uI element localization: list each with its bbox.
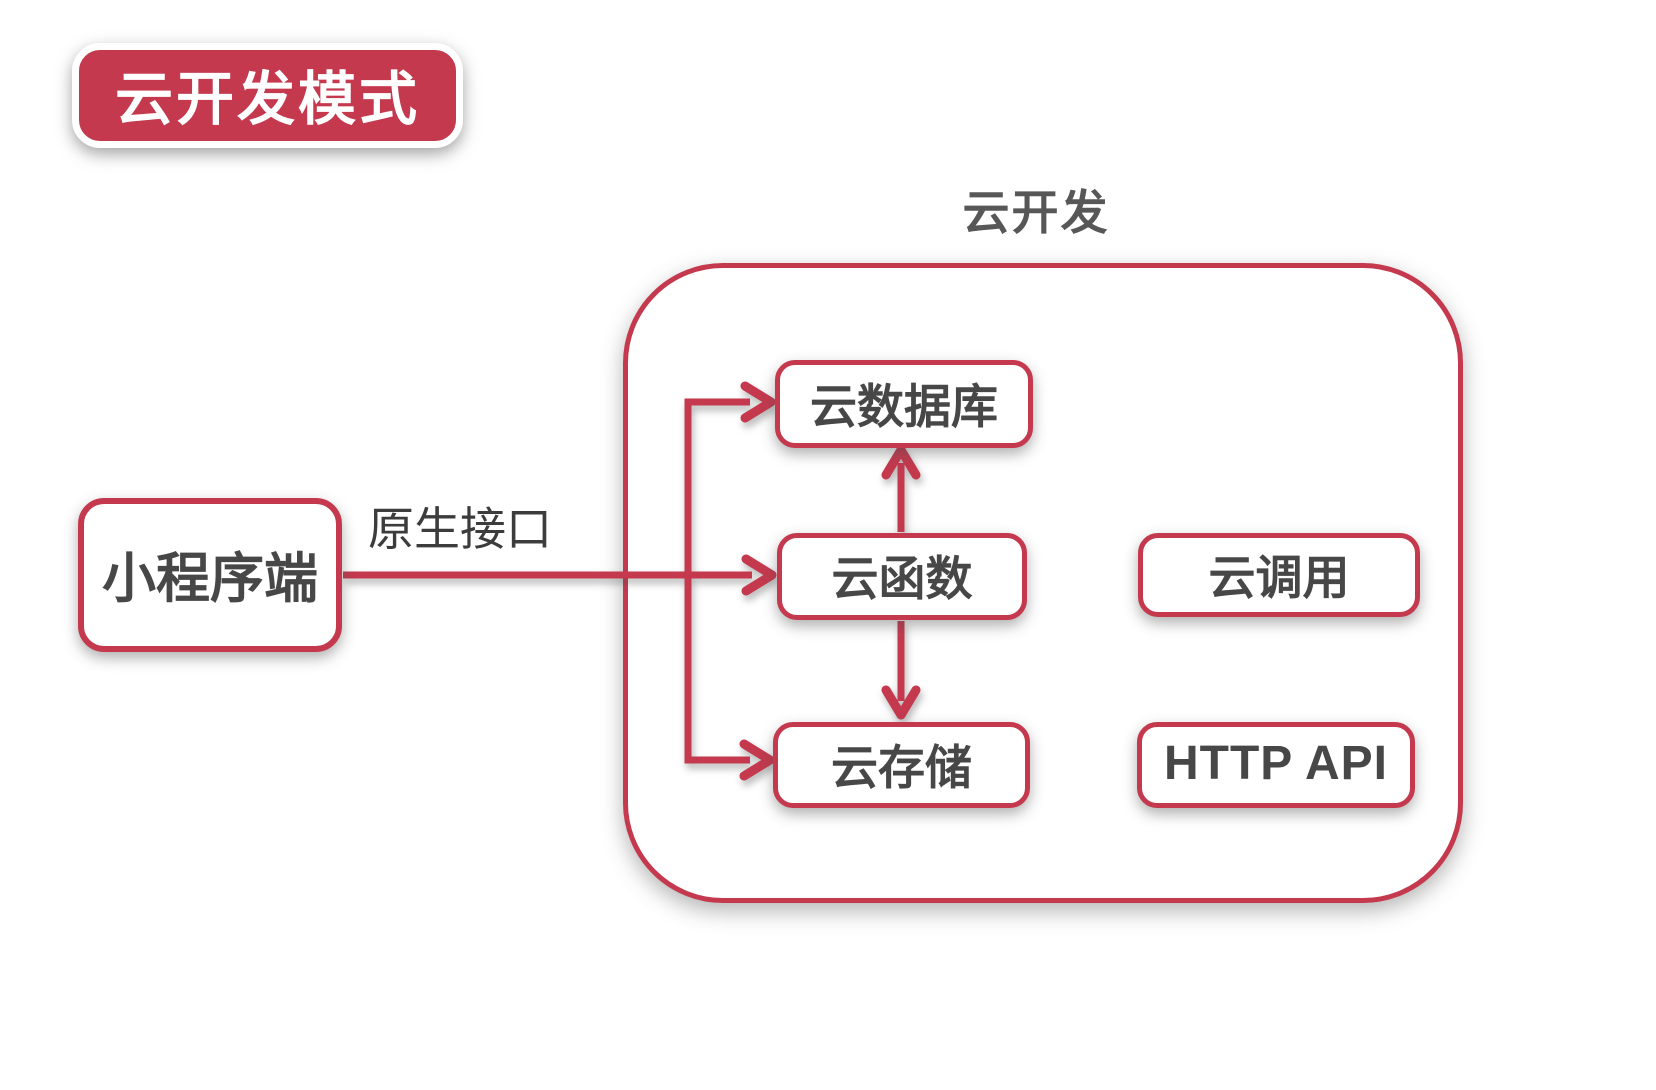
node-http-api-label: HTTP API xyxy=(1163,736,1389,790)
node-cloud-database-label: 云数据库 xyxy=(810,379,998,433)
arrow-miniprogram-to-cloudfunction-head xyxy=(741,554,777,596)
arrow-branch-to-cloudstorage-head xyxy=(739,739,775,781)
node-cloud-storage: 云存储 xyxy=(773,722,1030,808)
arrow-branch-trunk-line xyxy=(684,398,750,764)
edge-label-native-interface: 原生接口 xyxy=(368,503,552,555)
title-badge-label: 云开发模式 xyxy=(114,66,420,132)
title-badge: 云开发模式 xyxy=(72,43,463,148)
node-cloud-database: 云数据库 xyxy=(775,360,1033,448)
node-cloud-call-label: 云调用 xyxy=(1208,550,1350,604)
node-cloud-function-label: 云函数 xyxy=(831,552,973,605)
cloud-container-label: 云开发 xyxy=(962,185,1110,239)
node-cloud-call: 云调用 xyxy=(1138,533,1420,617)
node-cloud-function: 云函数 xyxy=(777,533,1027,620)
node-mini-program: 小程序端 xyxy=(78,498,342,652)
arrow-branch-to-clouddatabase-head xyxy=(740,381,776,423)
node-cloud-storage-label: 云存储 xyxy=(831,740,972,794)
arrow-cloudfunction-to-cloudstorage-head xyxy=(881,685,921,720)
arrow-cloudfunction-to-clouddatabase-head xyxy=(881,445,921,480)
node-http-api: HTTP API xyxy=(1137,722,1415,808)
node-mini-program-label: 小程序端 xyxy=(102,548,318,609)
